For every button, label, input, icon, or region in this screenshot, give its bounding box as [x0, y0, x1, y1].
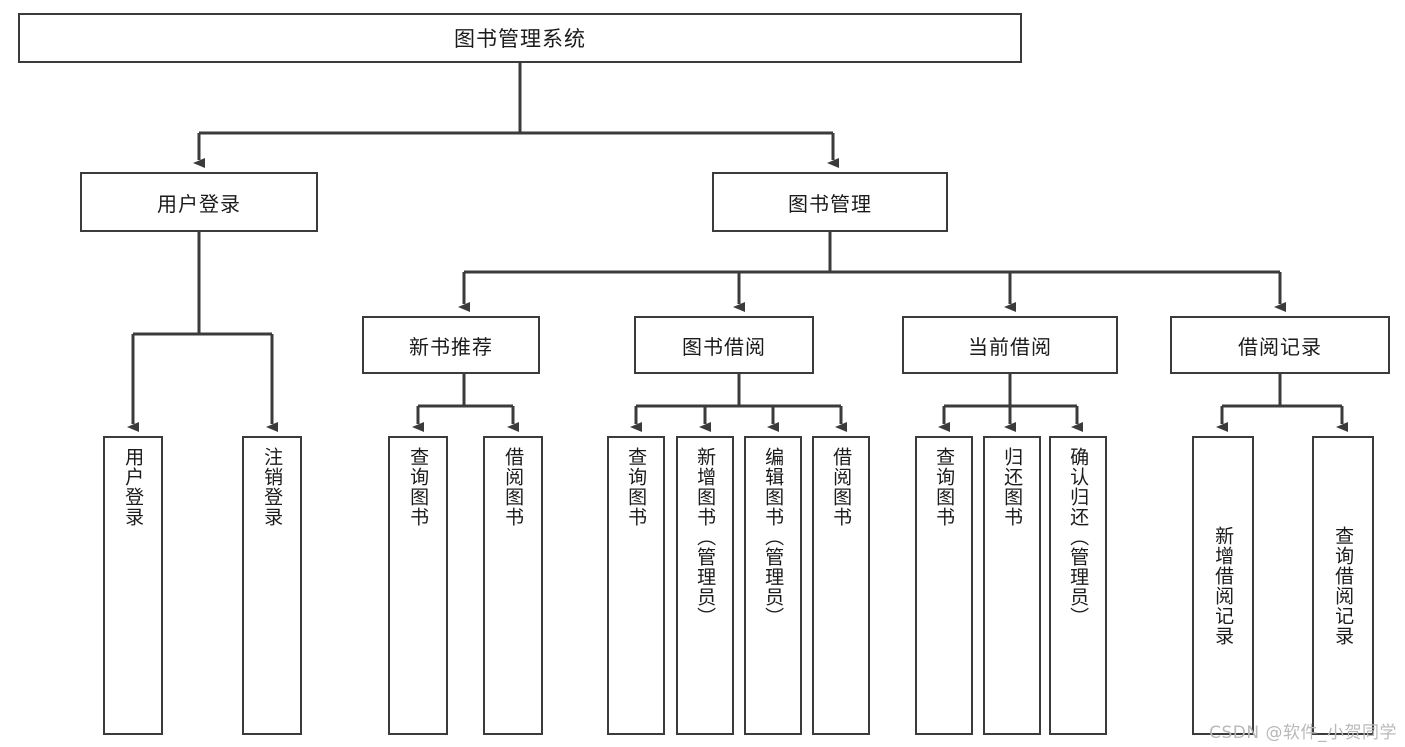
leaf-query-book-current[interactable]: 查询图书: [915, 436, 973, 735]
leaf-confirm-return-admin[interactable]: 确认归还（管理员）: [1049, 436, 1107, 735]
node-label: 新书推荐: [409, 334, 493, 359]
leaf-add-borrow-record[interactable]: 新增借阅记录: [1192, 436, 1254, 735]
node-current-borrow[interactable]: 当前借阅: [902, 316, 1118, 374]
node-label: 图书管理: [788, 191, 872, 216]
node-label: 图书管理系统: [454, 27, 586, 51]
node-label: 借阅图书: [502, 447, 525, 527]
node-label: 新增图书（管理员）: [694, 447, 717, 627]
node-label: 借阅图书: [830, 447, 853, 527]
node-label: 查询图书: [933, 447, 956, 527]
node-label: 图书借阅: [682, 334, 766, 359]
leaf-return-book[interactable]: 归还图书: [983, 436, 1041, 735]
node-label: 用户登录: [122, 447, 145, 527]
watermark: CSDN @软件_小贺同学: [1209, 723, 1397, 743]
node-label: 编辑图书（管理员）: [762, 447, 785, 627]
leaf-user-login[interactable]: 用户登录: [103, 436, 163, 735]
leaf-add-book-admin[interactable]: 新增图书（管理员）: [676, 436, 734, 735]
node-user-login[interactable]: 用户登录: [80, 172, 318, 232]
node-label: 注销登录: [261, 447, 284, 527]
node-label: 查询图书: [625, 447, 648, 527]
leaf-borrow-book[interactable]: 借阅图书: [812, 436, 870, 735]
node-root-system[interactable]: 图书管理系统: [18, 13, 1022, 63]
leaf-edit-book-admin[interactable]: 编辑图书（管理员）: [744, 436, 802, 735]
node-label: 借阅记录: [1238, 334, 1322, 359]
node-label: 归还图书: [1001, 447, 1024, 527]
node-label: 查询借阅记录: [1332, 525, 1355, 646]
node-label: 新增借阅记录: [1212, 525, 1235, 646]
leaf-logout[interactable]: 注销登录: [242, 436, 302, 735]
node-label: 查询图书: [407, 447, 430, 527]
node-label: 用户登录: [157, 191, 241, 216]
node-book-management[interactable]: 图书管理: [712, 172, 948, 232]
leaf-query-borrow-record[interactable]: 查询借阅记录: [1312, 436, 1374, 735]
leaf-query-book-borrow[interactable]: 查询图书: [607, 436, 665, 735]
leaf-borrow-book-new[interactable]: 借阅图书: [483, 436, 543, 735]
node-book-borrow[interactable]: 图书借阅: [634, 316, 814, 374]
node-borrow-record[interactable]: 借阅记录: [1170, 316, 1390, 374]
node-label: 当前借阅: [968, 334, 1052, 359]
node-new-book-recommend[interactable]: 新书推荐: [362, 316, 540, 374]
leaf-query-book-new[interactable]: 查询图书: [388, 436, 448, 735]
node-label: 确认归还（管理员）: [1067, 447, 1090, 627]
